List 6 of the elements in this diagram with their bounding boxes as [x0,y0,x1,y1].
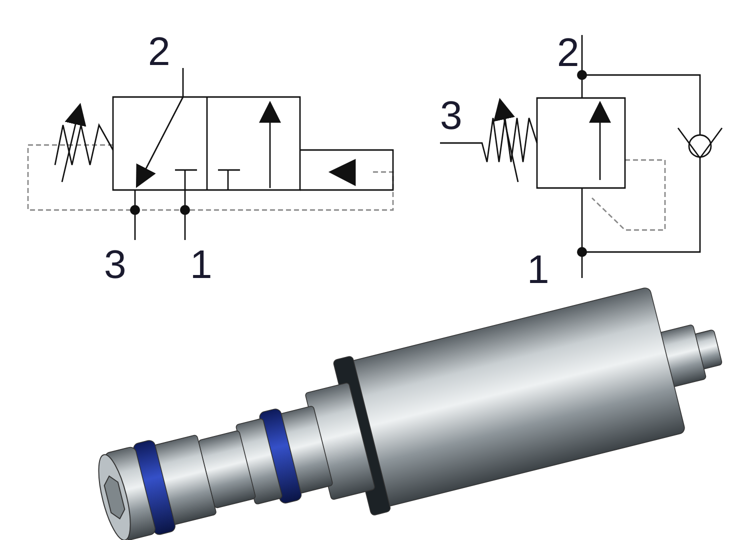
port-number: 3 [104,245,126,285]
port-number: 1 [527,250,550,290]
port-number: 1 [190,245,212,285]
port-number: 2 [148,32,170,72]
port-number: 2 [557,33,580,73]
port-number: 3 [440,96,462,136]
